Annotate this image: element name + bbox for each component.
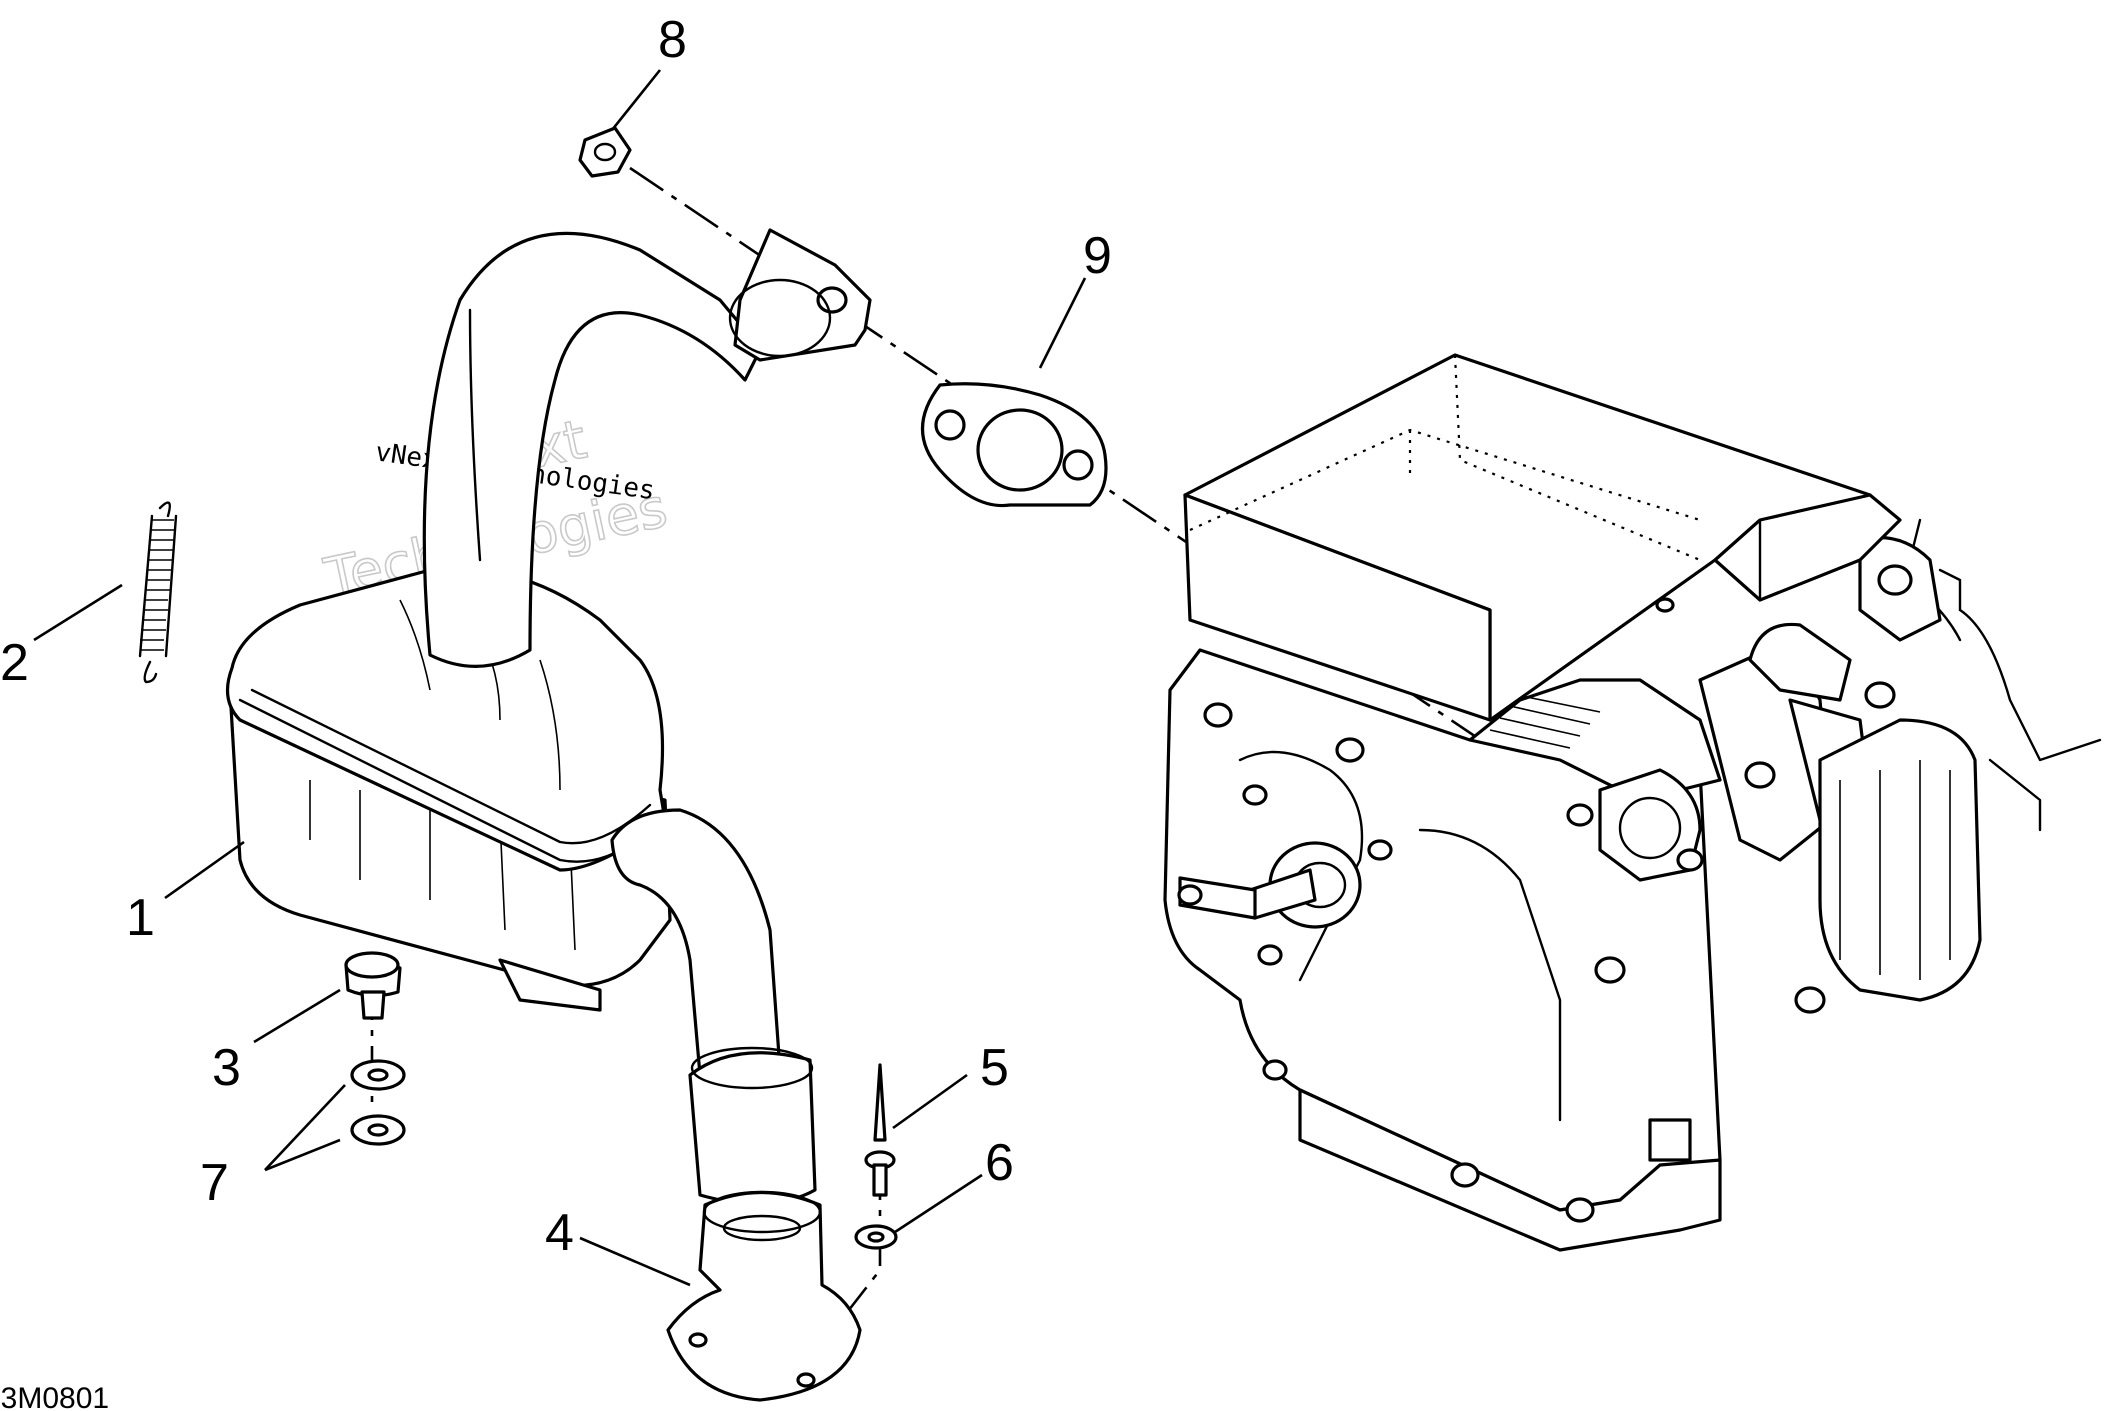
callout-1: 1 — [126, 889, 155, 947]
engine-assembly — [1163, 353, 2102, 1252]
spring-part — [138, 501, 178, 684]
muffler-part — [225, 228, 872, 1206]
bolt-part — [344, 951, 402, 1020]
callout-8: 8 — [658, 11, 687, 69]
lock-washer-part — [854, 1224, 898, 1250]
callout-5: 5 — [980, 1039, 1009, 1097]
callout-6: 6 — [985, 1134, 1014, 1192]
callout-2: 2 — [0, 634, 29, 692]
washer-parts — [350, 1059, 406, 1146]
callout-4: 4 — [545, 1204, 574, 1262]
callout-labels: 1 2 3 4 5 6 7 8 9 — [0, 11, 1112, 1262]
callout-7: 7 — [200, 1154, 229, 1212]
nut-part — [578, 126, 632, 178]
leader-lines — [33, 69, 1087, 1287]
screw-part — [864, 1063, 896, 1197]
exhaust-deflector-part — [666, 1190, 862, 1402]
callout-3: 3 — [212, 1039, 241, 1097]
gasket-part — [921, 382, 1108, 508]
figure-id: 13M0801 — [0, 1382, 109, 1411]
callout-9: 9 — [1083, 227, 1112, 285]
